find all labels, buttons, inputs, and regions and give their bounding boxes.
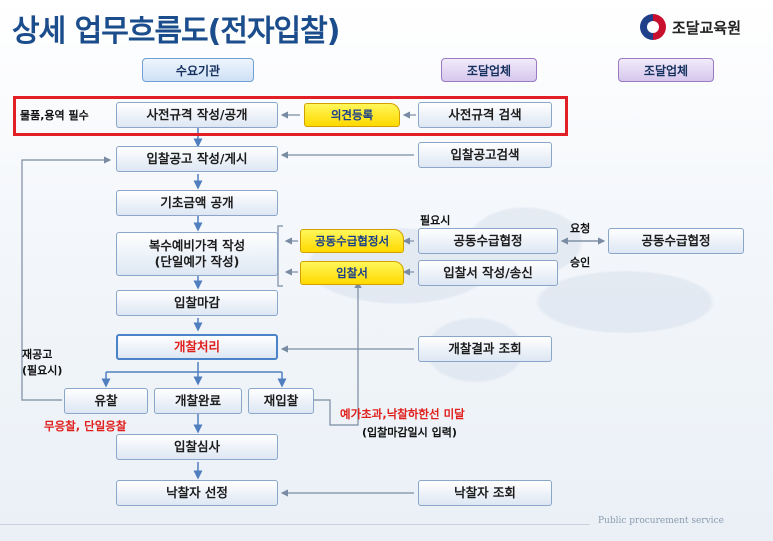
- header-demand-agency: 수요기관: [142, 58, 254, 82]
- bid-write-box: 입찰서 작성/송신: [418, 260, 558, 286]
- world-map-background: [250, 170, 750, 410]
- winner-search-box: 낙찰자 조회: [418, 480, 552, 506]
- taegeuk-logo-icon: [640, 14, 666, 40]
- footer-text: Public procurement service: [598, 516, 724, 526]
- approve-label: 승인: [570, 256, 591, 269]
- no-bid-note: 무응찰, 단일응찰: [44, 419, 127, 433]
- page-title: 상세 업무흐름도(전자입찰): [12, 14, 340, 49]
- bid-close-box: 입찰마감: [116, 290, 278, 316]
- base-price-box: 기초금액 공개: [116, 190, 278, 216]
- rebid-note-1: 재공고: [22, 348, 53, 361]
- pre-spec-highlight-frame: [13, 96, 568, 136]
- opening-result-box: 개찰결과 조회: [418, 336, 552, 362]
- bid-notice-box: 입찰공고 작성/게시: [116, 146, 278, 172]
- rebid-box: 재입찰: [248, 388, 314, 414]
- winner-select-box: 낙찰자 선정: [116, 480, 278, 506]
- request-label: 요청: [570, 222, 591, 235]
- over-price-note: 예가초과,낙찰하한선 미달: [340, 407, 465, 421]
- joint-agreement-doc-box: 공동수급협정서: [300, 229, 404, 253]
- multi-price-line-2: (단일예가 작성): [154, 254, 240, 269]
- joint-agreement-box-2: 공동수급협정: [608, 228, 744, 254]
- rebid-note-2: (필요시): [22, 364, 63, 377]
- pre-spec-box: 사전규격 작성/공개: [116, 102, 278, 128]
- bid-review-box: 입찰심사: [116, 434, 278, 460]
- need-note: 필요시: [420, 214, 451, 227]
- open-done-box: 개찰완료: [154, 388, 242, 414]
- header-supplier-2: 조달업체: [618, 58, 714, 82]
- logo-text: 조달교육원: [672, 18, 742, 37]
- opinion-register-box: 의견등록: [304, 103, 400, 127]
- bid-notice-search-box: 입찰공고검색: [418, 142, 552, 168]
- required-note: 물품,용역 필수: [20, 109, 89, 122]
- header-supplier-1: 조달업체: [441, 58, 537, 82]
- multi-price-box: 복수예비가격 작성 (단일예가 작성): [116, 232, 278, 276]
- multi-price-line-1: 복수예비가격 작성: [148, 238, 246, 254]
- footer-divider: [0, 524, 590, 525]
- opening-box: 개찰처리: [116, 334, 278, 360]
- deadline-note: (입찰마감일시 입력): [362, 426, 457, 439]
- joint-agreement-box: 공동수급협정: [418, 228, 558, 254]
- pre-spec-search-box: 사전규격 검색: [418, 102, 552, 128]
- fail-box: 유찰: [64, 388, 148, 414]
- bid-doc-box: 입찰서: [300, 261, 404, 285]
- logo: 조달교육원: [640, 12, 741, 42]
